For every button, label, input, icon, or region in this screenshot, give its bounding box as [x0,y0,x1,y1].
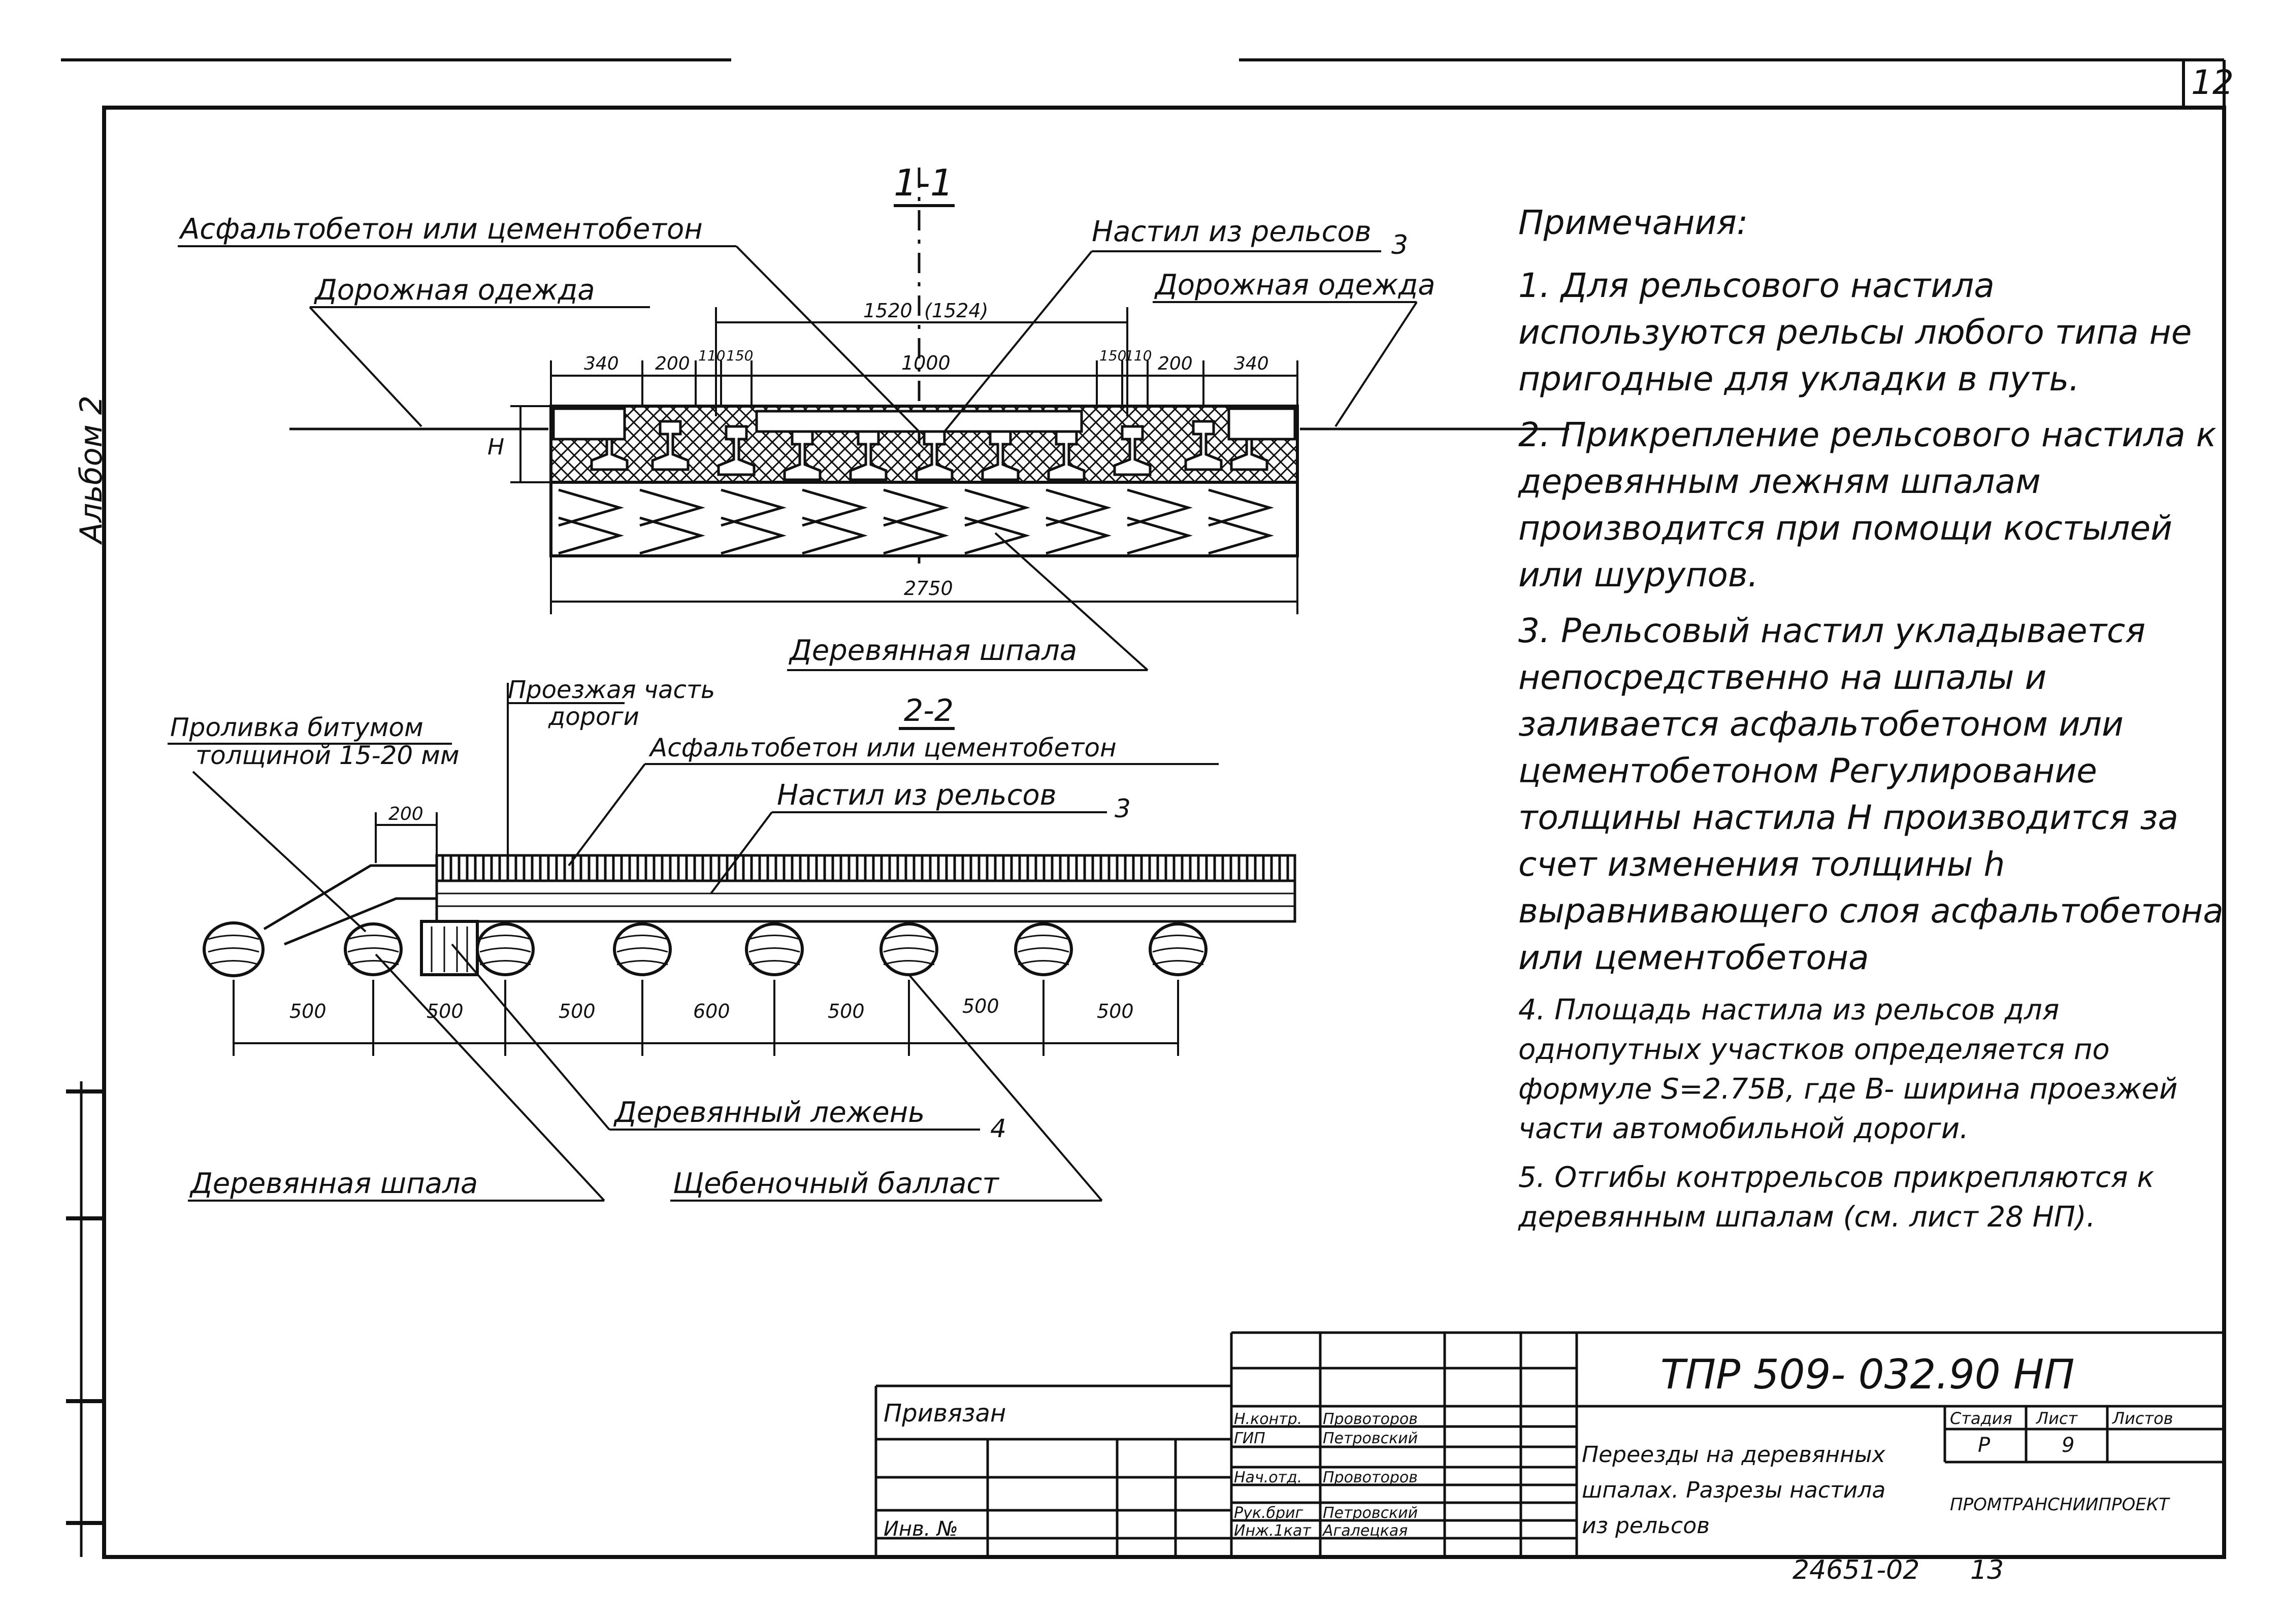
spacing-7: 500 [1097,1000,1134,1022]
section-2-2-title: 2-2 [904,693,954,728]
sheet-value: 9 [2062,1434,2074,1457]
section-2-2-texts: 2-2 Проливка битумом толщиной 15-20 мм П… [170,676,1134,1200]
dim-200-left: 200 [655,353,690,374]
note-1: 1. Для рельсового настила используются р… [1518,266,2192,399]
dim-340-right: 340 [1234,353,1269,374]
archive-number: 24651-02 [1792,1555,1919,1585]
rails-1-1 [552,407,1296,481]
spacing-dimension-2-2 [233,980,1179,1056]
role-2: Нач.отд. [1234,1469,1302,1486]
label-carriage-2: дороги [548,703,639,731]
archive-page: 13 [1970,1555,2004,1585]
desc-line-1: Переезды на деревянных [1582,1442,1886,1468]
role-1: ГИП [1234,1430,1265,1447]
dim-h: H [487,434,504,460]
label-deck-ref-1-1: 3 [1391,230,1408,260]
label-asphalt-2-2: Асфальтобетон или цементобетон [648,733,1117,763]
dim-110-right: 110 [1125,347,1152,364]
rail-deck-2-2 [435,879,1296,923]
dim-2750: 2750 [904,577,953,600]
section-2-2 [168,683,1296,1202]
dim-110-left: 110 [698,347,725,364]
label-bitumen-2: толщиной 15-20 мм [195,741,460,770]
label-sleeper-2-2: Деревянная шпала [189,1167,478,1200]
dim-150-right: 150 [1099,347,1126,364]
label-beam-ref: 4 [990,1114,1006,1143]
note-5: 5. Отгибы контррельсов прикрепляются к д… [1518,1161,2155,1234]
label-deck-1-1: Настил из рельсов [1092,215,1372,248]
label-carriage-1: Проезжая часть [508,676,715,704]
dim-1524: (1524) [924,300,988,322]
title-block-grid [874,1331,2224,1557]
role-0: Н.контр. [1234,1410,1302,1428]
inv-label: Инв. № [884,1517,958,1541]
stage-header: Стадия [1950,1409,2012,1428]
spacing-6: 500 [962,995,999,1017]
drawing-code: ТПР 509- 032.90 НП [1660,1351,2074,1398]
label-bitumen-1: Проливка битумом [170,713,423,742]
sheets-header: Листов [2112,1409,2173,1428]
sheet-number: 12 [2191,63,2234,102]
name-3: Петровский [1323,1504,1418,1522]
organization: ПРОМТРАНСНИИПРОЕКТ [1950,1495,2170,1515]
dim-200-ramp: 200 [388,804,423,824]
label-deck-2-2: Настил из рельсов [777,779,1057,812]
label-sleeper-1-1: Деревянная шпала [788,634,1077,667]
name-2: Провоторов [1323,1469,1418,1486]
dim-150-left: 150 [726,347,753,364]
name-4: Агалецкая [1322,1522,1408,1540]
spacing-2: 500 [427,1000,464,1022]
name-1: Петровский [1323,1430,1418,1447]
sheet-header: Лист [2036,1409,2078,1428]
notes-block: Примечания: 1. Для рельсового настила ис… [1518,203,2229,1246]
label-ballast: Щебеночный балласт [673,1167,999,1200]
dim-1000: 1000 [901,352,951,374]
privyazan-label: Привязан [884,1399,1006,1428]
sheet-frame [61,58,2226,1559]
section-1-1-texts: 1-1 Асфальтобетон или цементобетон Дорож… [179,161,1436,667]
stage-value: Р [1978,1434,1991,1457]
label-beam: Деревянный лежень [613,1096,925,1129]
role-4: Инж.1кат [1234,1522,1312,1540]
notes-title: Примечания: [1518,203,1748,242]
role-3: Рук.бриг [1234,1504,1303,1522]
album-label: Альбом 2 [74,395,109,545]
spacing-3: 500 [559,1000,596,1022]
note-3: 3. Рельсовый настил укладывается непосре… [1518,611,2224,977]
desc-line-3: из рельсов [1582,1513,1710,1539]
dim-1520: 1520 [863,300,912,322]
leader-lines-2-2 [168,702,1219,1202]
bitumen-ramp [263,864,438,946]
spacing-1: 500 [289,1000,327,1022]
label-deck-ref-2-2: 3 [1115,794,1131,823]
label-road-left: Дорожная одежда [313,274,595,307]
desc-line-2: шпалах. Разрезы настила [1582,1477,1885,1503]
label-asphalt-1-1: Асфальтобетон или цементобетон [179,213,703,246]
dim-200-right: 200 [1158,353,1193,374]
title-block-texts: ТПР 509- 032.90 НП Привязан Инв. № Н.кон… [884,1351,2173,1585]
spacing-4: 600 [693,1000,730,1022]
asphalt-layer-2-2 [435,854,1296,882]
sleeper-grain-2-2 [208,926,1204,972]
dimension-lines-1-1 [510,307,1298,614]
name-0: Провоторов [1323,1410,1418,1428]
label-road-right: Дорожная одежда [1154,269,1436,302]
sleeper-block-1-1 [549,481,1299,557]
note-4: 4. Площадь настила из рельсов для однопу… [1518,993,2178,1145]
dim-340-left: 340 [584,353,619,374]
spacing-5: 500 [828,1000,865,1022]
leader-lines-1-1 [178,245,1418,671]
note-2: 2. Прикрепление рельсового настила к дер… [1518,415,2216,594]
section-1-1 [178,168,1569,671]
section-1-1-title: 1-1 [894,161,954,204]
